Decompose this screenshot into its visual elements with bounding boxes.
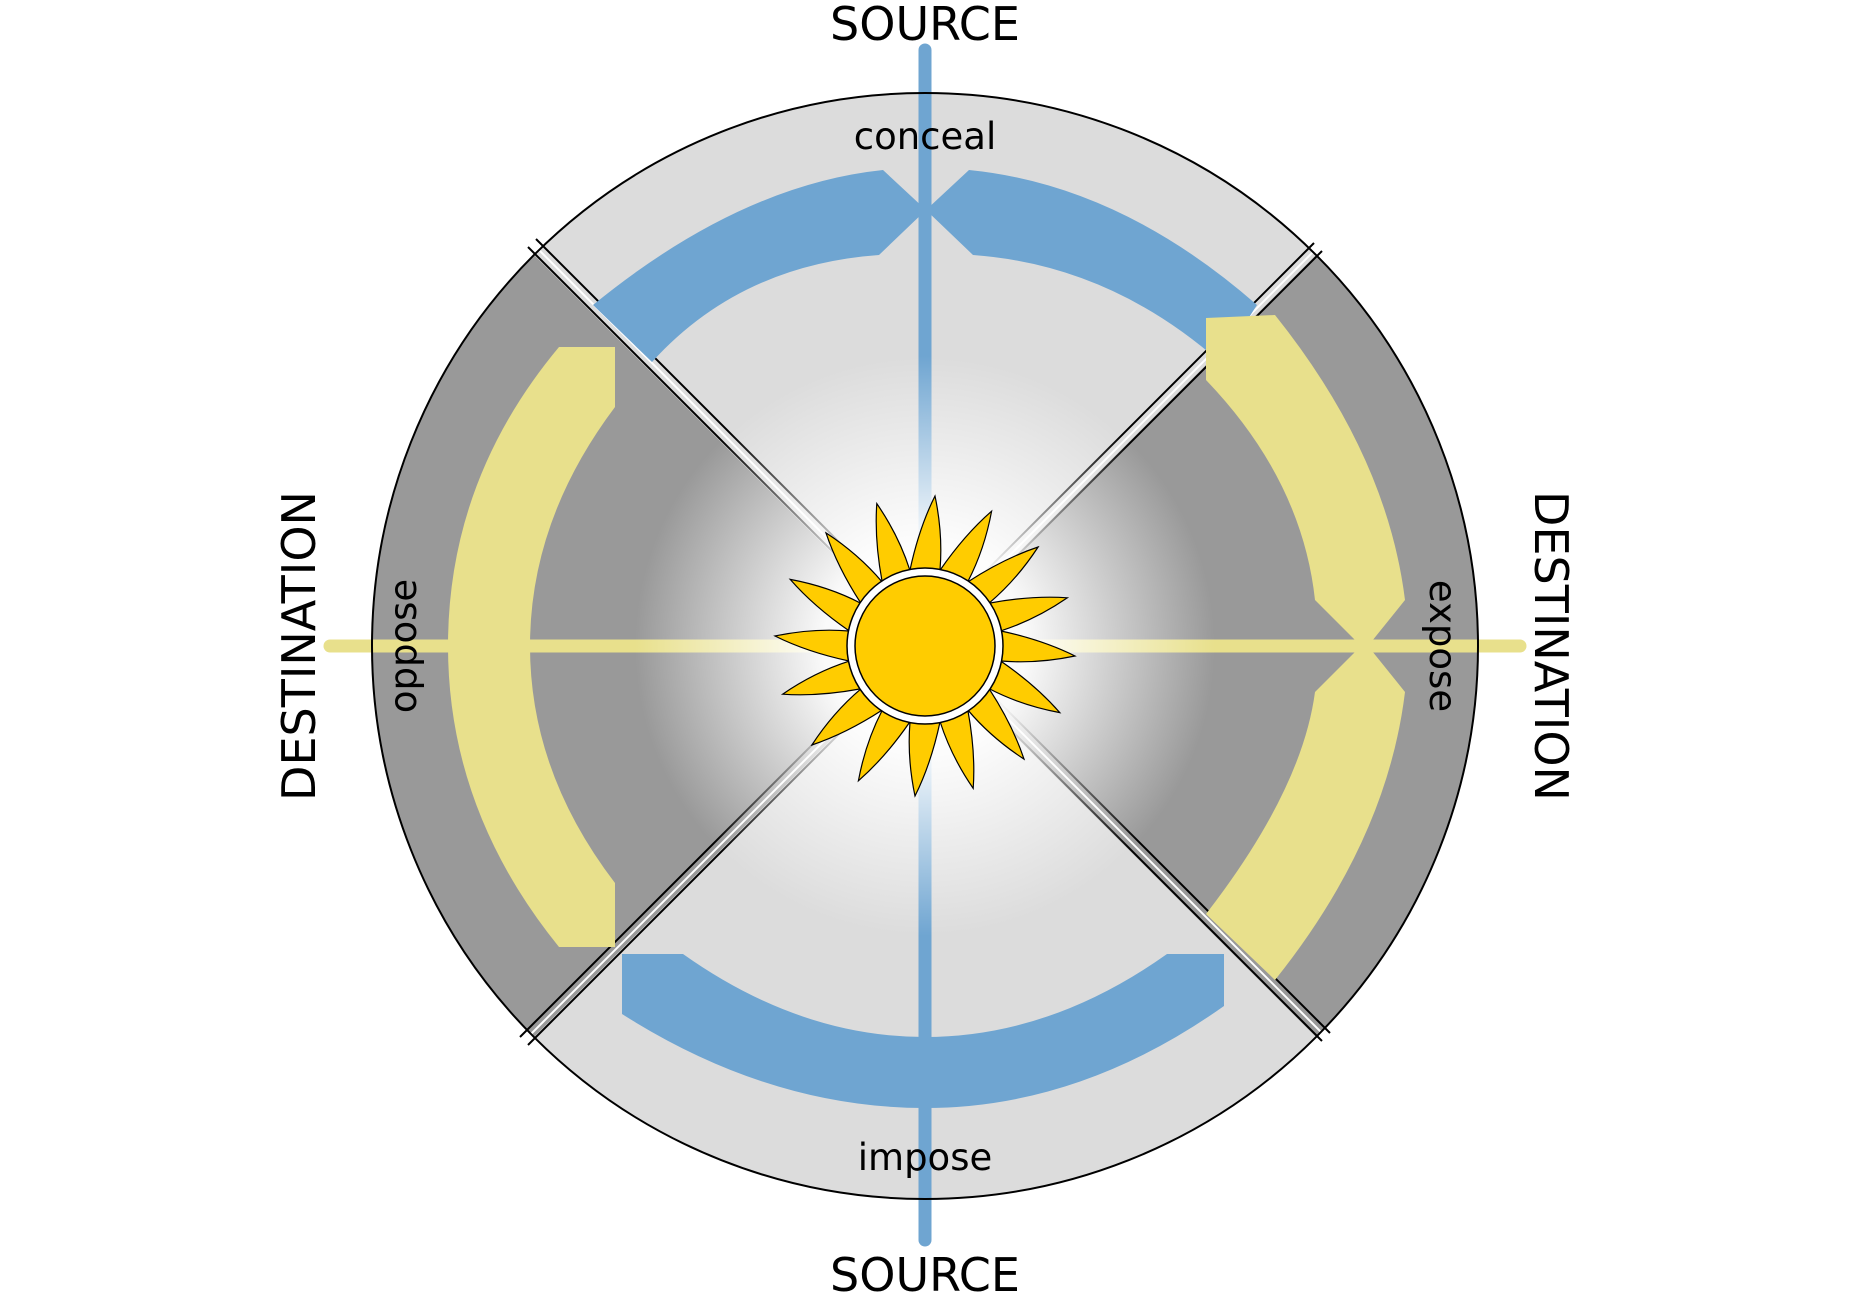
outer-circle — [371, 92, 1479, 1200]
sun-ray — [988, 596, 1070, 632]
sun-ray — [939, 709, 975, 791]
sun-ray — [939, 509, 993, 583]
sun-ray — [909, 494, 942, 571]
conceal-arc — [593, 170, 1257, 362]
sun-ray — [1000, 630, 1077, 663]
destination-right-label: DESTINATION — [1524, 491, 1578, 801]
sun-ray — [875, 501, 911, 583]
sun-ray — [988, 660, 1062, 714]
source-bottom-label: SOURCE — [830, 1248, 1020, 1293]
oppose-label: oppose — [382, 579, 425, 713]
oppose-arc — [448, 347, 615, 947]
destination-left-label: DESTINATION — [272, 491, 326, 801]
sun-ray — [967, 688, 1026, 761]
sun-ray — [908, 721, 941, 798]
impose-label: impose — [858, 1136, 993, 1179]
expose-label: expose — [1421, 580, 1464, 712]
sun-ray — [824, 531, 883, 604]
expose-arc — [1206, 315, 1405, 980]
sun-ray — [857, 709, 911, 783]
sun-icon — [773, 494, 1077, 798]
sun-ray — [788, 578, 862, 632]
sun-ray — [773, 629, 850, 662]
conceal-label: conceal — [854, 115, 997, 158]
sun-ray — [967, 545, 1040, 604]
sun-ray — [780, 660, 862, 696]
impose-arc — [622, 954, 1224, 1108]
sun-ray — [810, 688, 883, 747]
source-top-label: SOURCE — [830, 0, 1020, 51]
